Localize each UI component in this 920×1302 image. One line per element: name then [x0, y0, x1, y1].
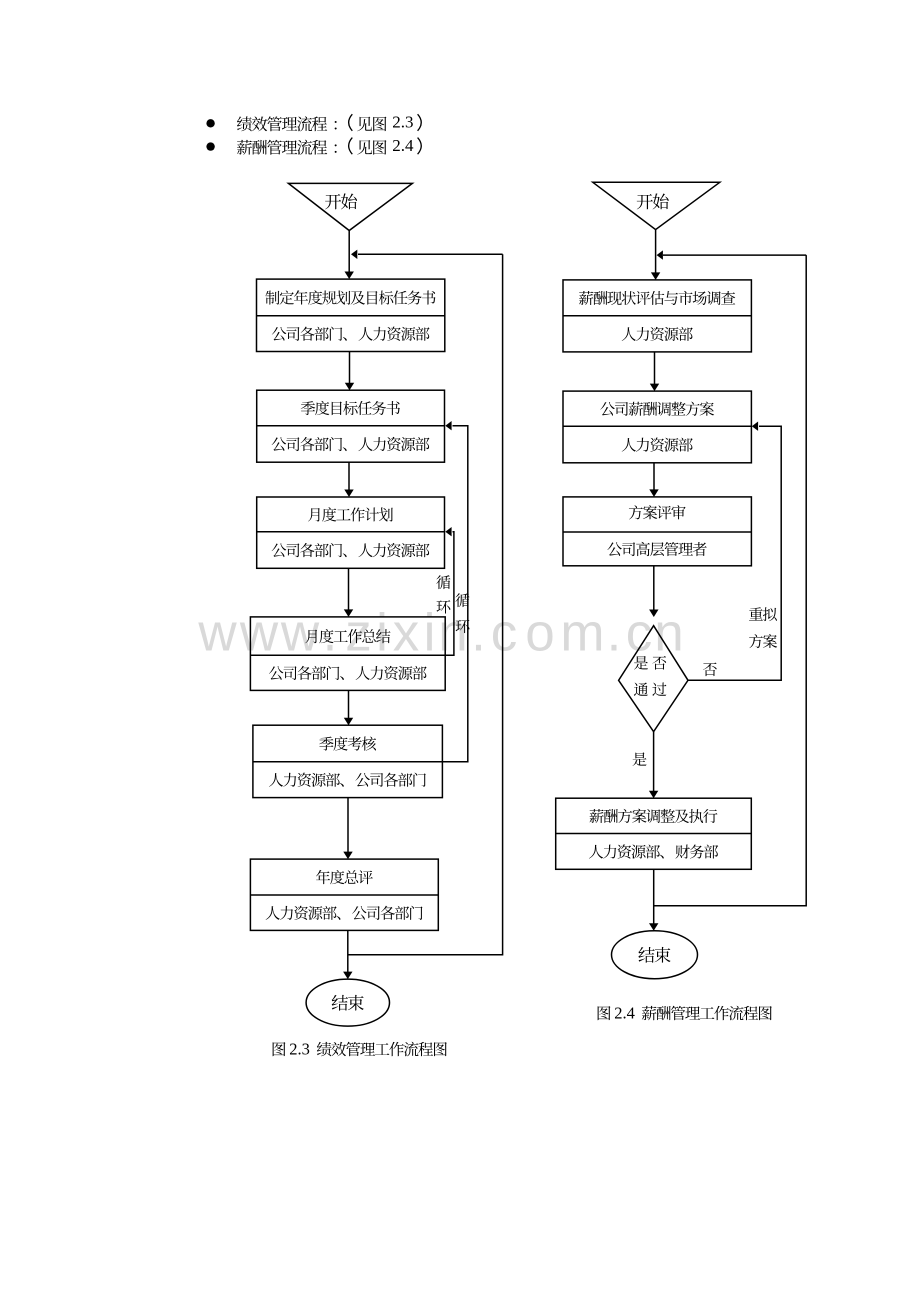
svg-text:o: o [525, 603, 554, 662]
svg-text:.: . [323, 603, 338, 662]
svg-text:2.3: 2.3 [392, 113, 413, 132]
svg-text:w: w [280, 603, 320, 662]
svg-text:2.3: 2.3 [289, 1040, 310, 1059]
svg-text:n: n [654, 603, 683, 662]
svg-text:w: w [197, 603, 237, 662]
svg-text:m: m [560, 603, 604, 662]
svg-text:2.4: 2.4 [614, 1004, 635, 1023]
svg-text:i: i [424, 603, 436, 662]
svg-text:x: x [393, 603, 420, 662]
svg-text:i: i [376, 603, 388, 662]
svg-text:w: w [239, 603, 279, 662]
svg-text:n: n [438, 603, 467, 662]
svg-text:c: c [626, 603, 653, 662]
svg-text:.: . [607, 603, 622, 662]
svg-text:c: c [491, 603, 518, 662]
svg-text:2.4: 2.4 [392, 136, 414, 155]
svg-text:.: . [471, 603, 486, 662]
